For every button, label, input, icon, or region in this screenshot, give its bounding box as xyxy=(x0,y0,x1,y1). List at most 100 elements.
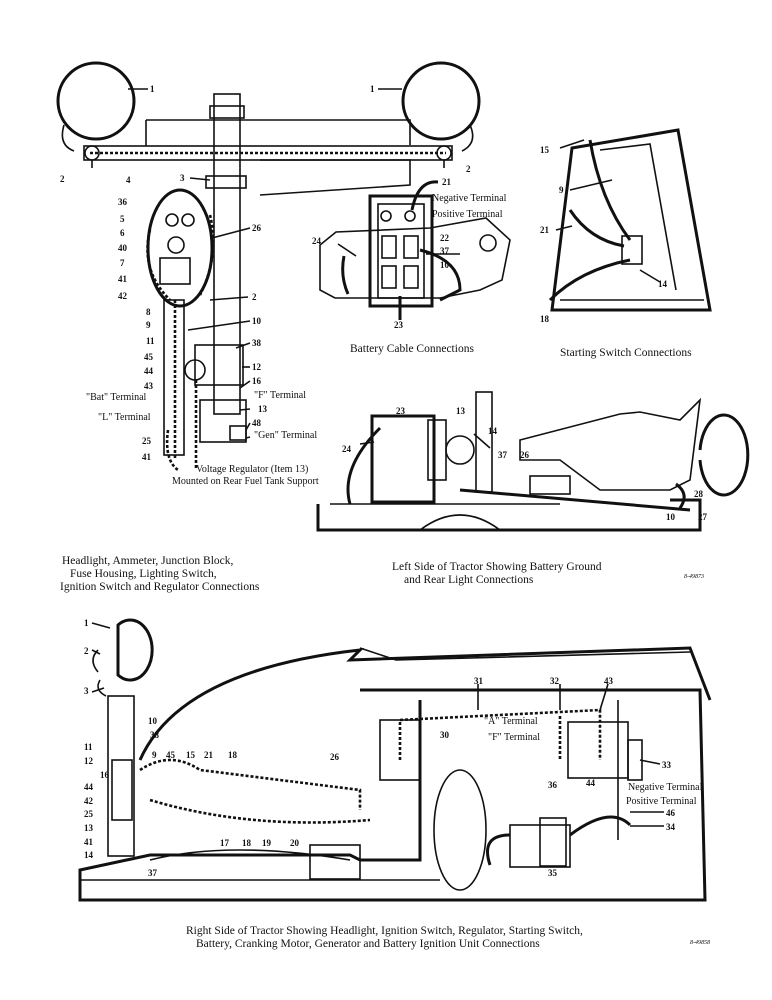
instrument-housing xyxy=(146,188,214,308)
battery-cable-assembly xyxy=(319,180,511,320)
starting-switch-assembly xyxy=(548,128,712,312)
callout-11: 11 xyxy=(146,336,155,346)
caption-headlight-line2: Fuse Housing, Lighting Switch, xyxy=(70,568,217,580)
callout-38: 38 xyxy=(252,338,262,348)
callout-d32: 32 xyxy=(550,676,560,686)
callout-4: 4 xyxy=(126,175,131,185)
callout-40: 40 xyxy=(118,243,128,253)
label-gen-terminal: "Gen" Terminal xyxy=(254,430,317,441)
callout-2c: 2 xyxy=(252,292,257,302)
generator xyxy=(379,719,421,781)
label-negative-terminal-bottom: Negative Terminal xyxy=(628,782,703,793)
callout-10c: 10 xyxy=(666,512,676,522)
callout-6: 6 xyxy=(120,228,125,238)
callout-d45: 45 xyxy=(166,750,176,760)
fuel-tank-support xyxy=(550,128,712,312)
callout-d34: 34 xyxy=(666,822,676,832)
callout-d43: 43 xyxy=(604,676,614,686)
callout-16: 16 xyxy=(252,376,262,386)
callout-d35: 35 xyxy=(548,868,558,878)
callout-d37: 37 xyxy=(148,868,158,878)
callout-d41: 41 xyxy=(84,837,94,847)
caption-left-side-line2: and Rear Light Connections xyxy=(404,574,534,586)
callout-d1: 1 xyxy=(84,618,89,628)
callout-24b: 24 xyxy=(342,444,352,454)
callout-26b: 26 xyxy=(520,450,530,460)
label-negative-terminal-top: Negative Terminal xyxy=(432,193,507,204)
caption-battery-cable: Battery Cable Connections xyxy=(350,343,474,355)
caption-right-side-line2: Battery, Cranking Motor, Generator and B… xyxy=(196,938,540,950)
figure-ref-top: 8-49873 xyxy=(684,573,704,580)
voltage-regulator xyxy=(199,399,247,443)
caption-left-side-line1: Left Side of Tractor Showing Battery Gro… xyxy=(392,561,602,573)
regulator-note-line2: Mounted on Rear Fuel Tank Support xyxy=(172,476,319,487)
callout-25: 25 xyxy=(142,436,152,446)
callout-13: 13 xyxy=(258,404,268,414)
callout-18: 18 xyxy=(540,314,550,324)
right-side-tractor xyxy=(78,618,712,902)
callout-d18b: 18 xyxy=(242,838,252,848)
starting-switch xyxy=(621,235,643,265)
callout-d42: 42 xyxy=(84,796,94,806)
callout-8: 8 xyxy=(146,307,151,317)
callout-d12: 12 xyxy=(84,756,94,766)
left-side-frame xyxy=(316,498,702,532)
callout-44: 44 xyxy=(144,366,154,376)
callout-d19: 19 xyxy=(262,838,272,848)
callout-43: 43 xyxy=(144,381,154,391)
callout-d26: 26 xyxy=(330,752,340,762)
label-bat-terminal: "Bat" Terminal xyxy=(86,392,147,403)
callout-37b: 37 xyxy=(498,450,508,460)
callout-d44: 44 xyxy=(84,782,94,792)
label-f-terminal: "F" Terminal xyxy=(254,390,306,401)
callout-d36: 36 xyxy=(548,780,558,790)
callout-d44b: 44 xyxy=(586,778,596,788)
callout-d15: 15 xyxy=(186,750,196,760)
wiring-loom xyxy=(163,299,185,456)
callout-42: 42 xyxy=(118,291,128,301)
callout-37: 37 xyxy=(440,246,450,256)
regulator-rear xyxy=(567,721,629,779)
steering-column xyxy=(213,93,241,415)
label-positive-terminal-top: Positive Terminal xyxy=(432,209,503,220)
caption-right-side-line1: Right Side of Tractor Showing Headlight,… xyxy=(186,925,583,937)
caption-headlight-line1: Headlight, Ammeter, Junction Block, xyxy=(62,555,233,567)
callout-23b: 23 xyxy=(396,406,406,416)
callout-d13: 13 xyxy=(84,823,94,833)
callout-7: 7 xyxy=(120,258,125,268)
callout-d20: 20 xyxy=(290,838,300,848)
callout-d10: 10 xyxy=(148,716,158,726)
left-side-tractor xyxy=(316,391,750,532)
callout-10: 10 xyxy=(252,316,262,326)
callout-3: 3 xyxy=(180,173,185,183)
callout-d30: 30 xyxy=(440,730,450,740)
callout-d16: 16 xyxy=(100,770,110,780)
callout-d18: 18 xyxy=(228,750,238,760)
callout-d46: 46 xyxy=(666,808,676,818)
label-positive-terminal-bottom: Positive Terminal xyxy=(626,796,697,807)
callout-45: 45 xyxy=(144,352,154,362)
callout-21b: 21 xyxy=(540,225,550,235)
callout-d31: 31 xyxy=(474,676,484,686)
callout-d17: 17 xyxy=(220,838,230,848)
callout-13b: 13 xyxy=(456,406,466,416)
label-a-terminal: "A" Terminal xyxy=(484,716,538,727)
callout-9b: 9 xyxy=(559,185,564,195)
label-l-terminal: "L" Terminal xyxy=(98,412,151,423)
callout-27: 27 xyxy=(698,512,708,522)
caption-starting-switch: Starting Switch Connections xyxy=(560,347,692,359)
callout-2-left: 2 xyxy=(60,174,65,184)
callout-1-right: 1 xyxy=(370,84,375,94)
callout-48: 48 xyxy=(252,418,262,428)
headlight-regulator-assembly xyxy=(56,61,481,472)
left-battery xyxy=(370,414,436,504)
rear-light xyxy=(698,413,750,497)
callout-41b: 41 xyxy=(142,452,152,462)
callout-12: 12 xyxy=(252,362,262,372)
callout-d9: 9 xyxy=(152,750,157,760)
right-headlight xyxy=(401,61,481,141)
callout-41: 41 xyxy=(118,274,128,284)
callout-10b: 10 xyxy=(440,260,450,270)
callout-26: 26 xyxy=(252,223,262,233)
